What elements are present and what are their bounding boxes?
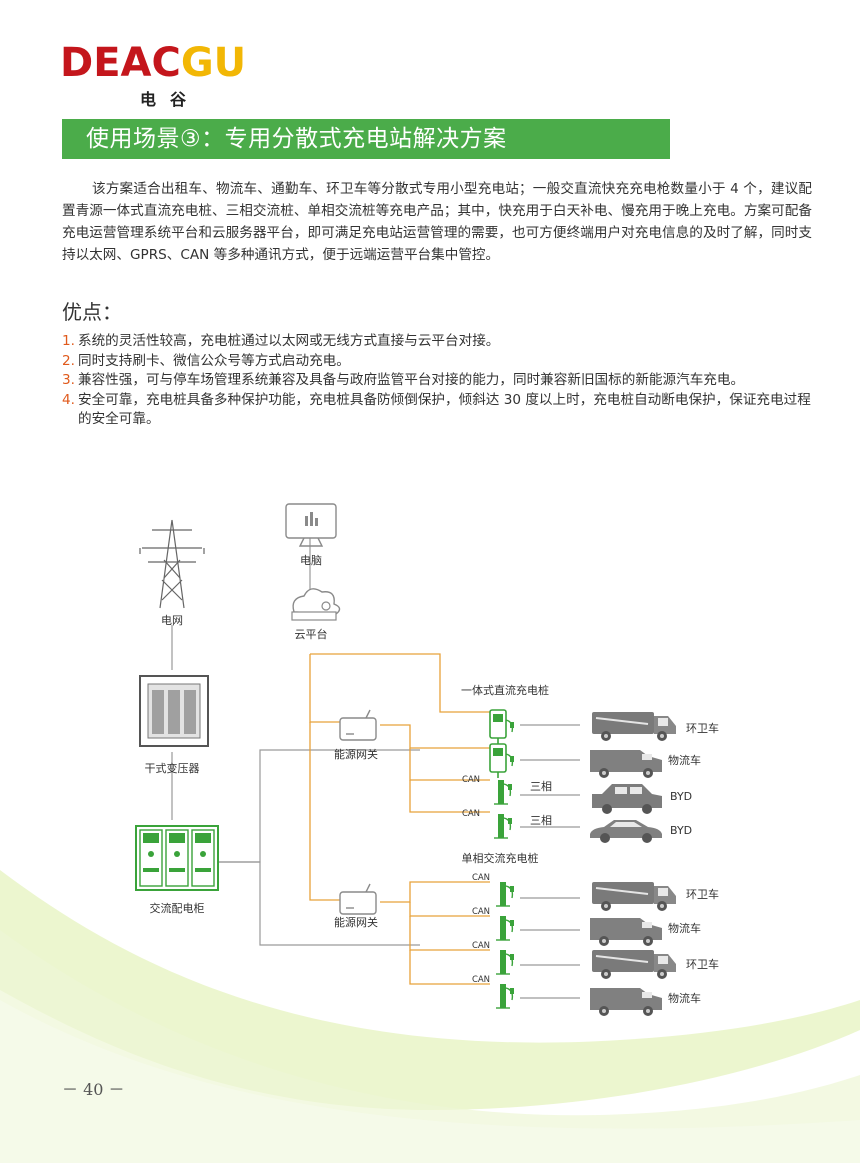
cabinet-label: 交流配电柜 (150, 901, 205, 915)
can-label: CAN (472, 975, 490, 985)
list-item-text: 系统的灵活性较高，充电桩通过以太网或无线方式直接与云平台对接。 (78, 333, 500, 349)
sanitation-truck-icon (591, 881, 677, 912)
vehicle-label: 物流车 (668, 991, 701, 1005)
vehicle-label: 物流车 (668, 921, 701, 935)
cloud-label: 云平台 (295, 627, 328, 641)
cloud-icon (291, 588, 341, 621)
sanitation-truck-icon (591, 949, 677, 980)
suv-icon (592, 784, 662, 814)
transformer-icon (139, 675, 209, 747)
brand-logo: DEACGU 电谷 (60, 40, 275, 110)
transmission-tower-icon (139, 519, 205, 609)
logistics-van-icon (590, 988, 662, 1016)
gateway1-label: 能源网关 (334, 747, 378, 761)
computer-icon (285, 503, 337, 547)
ac-charger-icon (493, 813, 513, 839)
system-diagram: 电网 电脑 云平台 干式变压器 交流配电柜 能源网关 能 (0, 490, 860, 1030)
gateway-icon (339, 883, 377, 915)
dc-charger-icon (489, 743, 515, 779)
can-label: CAN (472, 873, 490, 883)
distribution-cabinet-icon (135, 825, 219, 891)
sedan-icon (590, 820, 662, 843)
list-item-text: 安全可靠，充电桩具备多种保护功能，充电桩具备防倾倒保护，倾斜达 30 度以上时，… (78, 391, 811, 428)
list-item-text: 同时支持刷卡、微信公众号等方式启动充电。 (78, 352, 350, 369)
gateway2-label: 能源网关 (334, 915, 378, 929)
orange-wires (309, 653, 490, 985)
vehicle-label: 物流车 (668, 753, 701, 767)
list-item-number: 4. (62, 391, 75, 408)
ac-group-label: 单相交流充电桩 (462, 851, 539, 865)
list-item-text: 兼容性强，可与停车场管理系统兼容及具备与政府监管平台对接的能力，同时兼容新旧国标… (78, 372, 745, 388)
brand-subtitle: 电谷 (140, 90, 201, 109)
ac-charger-icon (495, 915, 515, 941)
advantages-list: 1.系统的灵活性较高，充电桩通过以太网或无线方式直接与云平台对接。 2.同时支持… (62, 332, 814, 430)
vehicle-label: 环卫车 (686, 957, 719, 971)
sanitation-truck-icon (591, 711, 677, 742)
section-banner: 使用场景③：专用分散式充电站解决方案 (62, 119, 670, 159)
list-item: 1.系统的灵活性较高，充电桩通过以太网或无线方式直接与云平台对接。 (62, 332, 814, 352)
three-phase-label: 三相 (530, 780, 552, 793)
diagram-canvas: 电网 电脑 云平台 干式变压器 交流配电柜 能源网关 能 (135, 503, 719, 1016)
can-label: CAN (462, 809, 480, 819)
list-item-number: 1. (62, 333, 75, 349)
list-item: 4.安全可靠，充电桩具备多种保护功能，充电桩具备防倾倒保护，倾斜达 30 度以上… (62, 391, 814, 430)
brand-name-yellow: GU (180, 40, 247, 86)
ac-charger-icon (495, 949, 515, 975)
gray-wires (171, 538, 580, 999)
list-item-number: 2. (62, 352, 75, 369)
can-label: CAN (472, 941, 490, 951)
page-number: － 40 － (62, 1080, 125, 1099)
ac-charger-icon (493, 779, 513, 805)
list-item: 3.兼容性强，可与停车场管理系统兼容及具备与政府监管平台对接的能力，同时兼容新旧… (62, 371, 814, 391)
vehicle-label: 环卫车 (686, 721, 719, 735)
advantages-title: 优点： (62, 300, 122, 324)
logistics-van-icon (590, 750, 662, 778)
can-label: CAN (472, 907, 490, 917)
ac-charger-icon (495, 983, 515, 1009)
transformer-label: 干式变压器 (145, 761, 200, 775)
dc-group-label: 一体式直流充电桩 (461, 683, 549, 697)
list-item: 2.同时支持刷卡、微信公众号等方式启动充电。 (62, 352, 814, 372)
three-phase-label: 三相 (530, 814, 552, 827)
brand-name-red: DEAC (60, 40, 181, 86)
intro-paragraph: 该方案适合出租车、物流车、通勤车、环卫车等分散式专用小型充电站；一般交直流快充充… (62, 181, 812, 263)
gateway-icon (339, 709, 377, 741)
list-item-number: 3. (62, 372, 75, 388)
logistics-van-icon (590, 918, 662, 946)
grid-label: 电网 (161, 614, 183, 627)
vehicle-label: 环卫车 (686, 887, 719, 901)
vehicle-label: BYD (670, 790, 692, 803)
vehicle-label: BYD (670, 824, 692, 837)
brand-wordmark: DEACGU (60, 40, 246, 86)
ac-charger-icon (495, 881, 515, 907)
can-label: CAN (462, 775, 480, 785)
dc-charger-icon (489, 709, 515, 745)
computer-label: 电脑 (300, 554, 322, 567)
